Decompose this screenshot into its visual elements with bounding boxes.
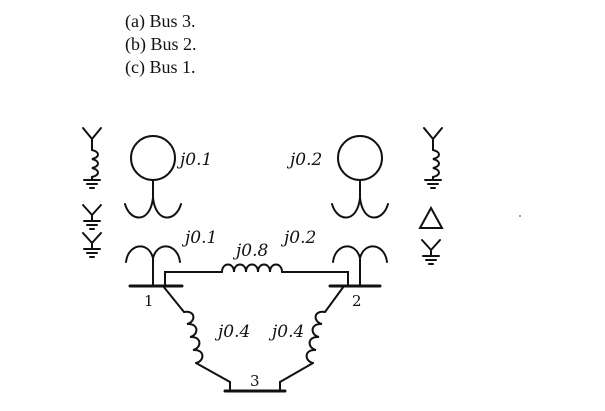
- wye-grounded-reactor-icon-gen1: [82, 127, 102, 189]
- option-c[interactable]: (c) Bus 1.: [125, 57, 196, 77]
- answer-options: (a) Bus 3. (b) Bus 2. (c) Bus 1.: [125, 10, 197, 79]
- tx1-reactance-label: j0.1: [181, 228, 217, 248]
- gen2-reactance-label: j0.2: [286, 150, 322, 170]
- bus-3-label: 3: [250, 372, 260, 390]
- bus-1-label: 1: [144, 292, 154, 310]
- line-1-2: [164, 263, 349, 287]
- option-a[interactable]: (a) Bus 3.: [125, 11, 196, 31]
- line23-reactance-label: j0.4: [268, 322, 304, 342]
- line-1-3: [162, 285, 231, 392]
- bus-2-label: 2: [352, 292, 362, 310]
- tx2-reactance-label: j0.2: [280, 228, 316, 248]
- delta-icon: [418, 205, 444, 229]
- transformer-2-icon: [331, 197, 389, 286]
- line13-reactance-label: j0.4: [214, 322, 250, 342]
- wye-grounded-icon-tx1-secondary: [82, 232, 102, 258]
- transformer-1-icon: [124, 197, 182, 286]
- option-b[interactable]: (b) Bus 2.: [125, 34, 197, 54]
- wye-grounded-reactor-icon-gen2: [423, 127, 443, 189]
- wye-grounded-icon-tx2-secondary: [421, 239, 441, 265]
- gen1-reactance-label: j0.1: [176, 150, 212, 170]
- line-2-3: [279, 285, 345, 392]
- generator-2-icon: [337, 135, 383, 181]
- stray-dot: [519, 215, 521, 217]
- generator-1-icon: [130, 135, 176, 181]
- wye-grounded-icon-tx1-primary: [82, 204, 102, 230]
- line12-reactance-label: j0.8: [232, 241, 268, 261]
